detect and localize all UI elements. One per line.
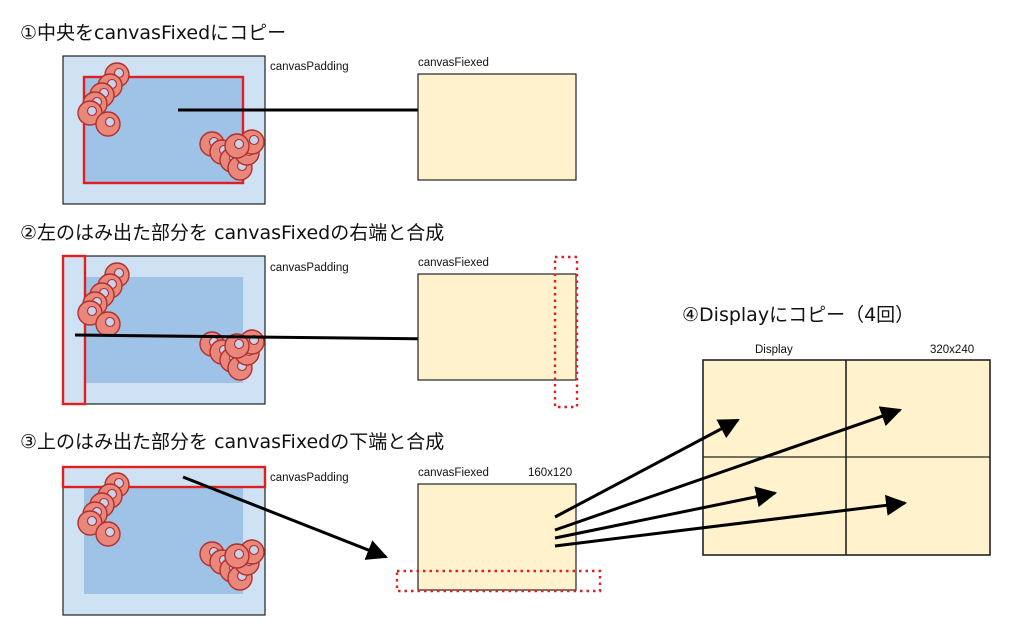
canvas-padding-label-3: canvasPadding xyxy=(270,472,349,484)
ring-hole xyxy=(86,515,98,527)
canvas-padding-3 xyxy=(61,465,267,616)
left-overflow-highlight xyxy=(61,254,87,406)
ring-hole xyxy=(104,316,116,328)
step-4-heading: ④Displayにコピー（4回） xyxy=(682,304,914,326)
circle-cluster-bottom-right-3 xyxy=(199,539,265,591)
step-1-heading: ①中央をcanvasFixedにコピー xyxy=(20,22,286,44)
canvas-fixed-3 xyxy=(417,483,577,591)
ring-hole xyxy=(248,544,260,556)
step-3-heading: ③上のはみ出た部分を canvasFixedの下端と合成 xyxy=(20,431,444,453)
ring-hole xyxy=(233,338,245,350)
step-3: ③上のはみ出た部分を canvasFixedの下端と合成 canvasPaddi… xyxy=(20,431,602,616)
top-overflow-highlight xyxy=(61,465,267,489)
merge-arrow-3 xyxy=(182,475,388,560)
canvas-fixed-label-1: canvasFiexed xyxy=(418,57,489,69)
circle-cluster-bottom-right-1 xyxy=(199,129,265,181)
canvas-fixed-size-label: 160x120 xyxy=(528,467,572,479)
step-2: ②左のはみ出た部分を canvasFixedの右端と合成 canvasPaddi… xyxy=(20,222,579,409)
display-copy-arrow-bottom-right xyxy=(554,494,908,548)
display xyxy=(702,359,991,556)
ring-hole xyxy=(248,134,260,146)
ring-hole xyxy=(86,105,98,117)
step-4: ④Displayにコピー（4回） Display 320x240 xyxy=(554,304,991,556)
display-copy-arrow-bottom-left xyxy=(554,486,778,540)
bottom-edge-merge-zone xyxy=(395,569,602,593)
display-size-label: 320x240 xyxy=(930,344,974,356)
ring-hole xyxy=(104,526,116,538)
canvas-padding-label-2: canvasPadding xyxy=(270,262,349,274)
canvas-fixed-label-2: canvasFiexed xyxy=(418,257,489,269)
center-highlight-box xyxy=(82,75,245,185)
canvas-padding-2 xyxy=(61,254,266,406)
right-edge-merge-zone xyxy=(553,255,579,409)
circle-cluster-top-left-3 xyxy=(77,472,130,547)
canvas-padding-label-1: canvasPadding xyxy=(270,61,349,73)
ring-hole xyxy=(104,116,116,128)
canvas-fixed-1 xyxy=(417,73,577,181)
circle-cluster-top-left-2 xyxy=(77,262,130,337)
display-copy-arrow-top-right xyxy=(554,406,902,532)
display-label: Display xyxy=(755,344,793,356)
canvas-fixed-label-3: canvasFiexed xyxy=(418,467,489,479)
step-1: ①中央をcanvasFixedにコピー canvasPadding canvas… xyxy=(20,22,577,205)
ring-hole xyxy=(86,305,98,317)
ring-hole xyxy=(233,548,245,560)
display-copy-arrow-top-left xyxy=(554,418,740,519)
canvas-fixed-2 xyxy=(417,273,577,381)
step-2-heading: ②左のはみ出た部分を canvasFixedの右端と合成 xyxy=(20,222,444,244)
circle-cluster-top-left-1 xyxy=(77,62,130,137)
canvas-padding-1 xyxy=(62,55,266,205)
ring-hole xyxy=(233,138,245,150)
